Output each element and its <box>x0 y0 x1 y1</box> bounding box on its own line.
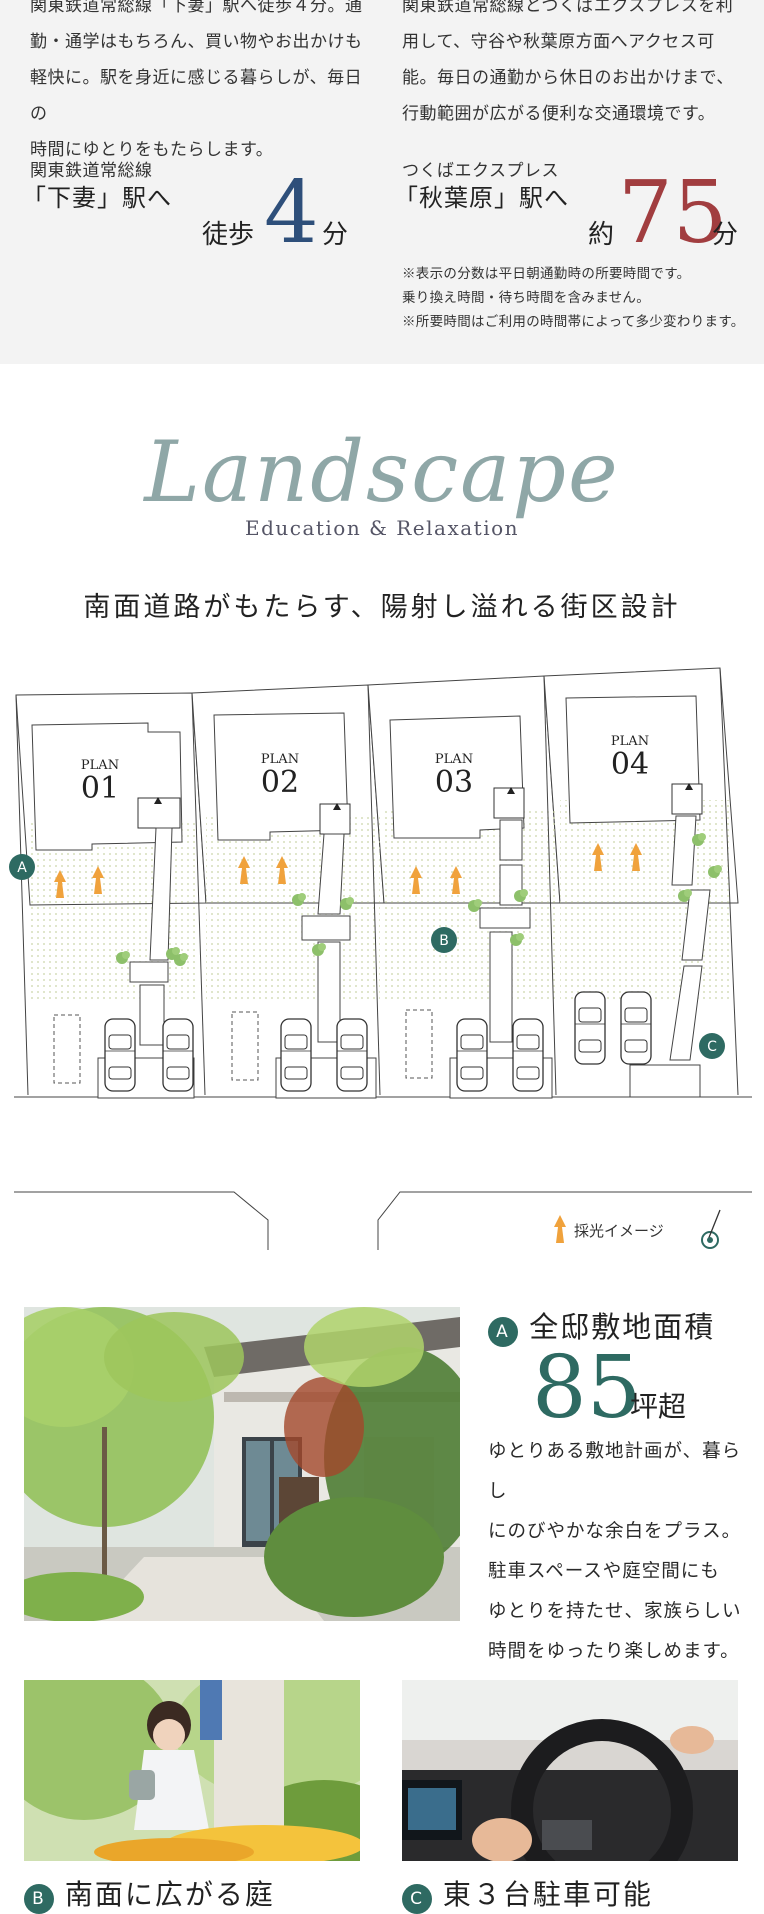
text-line: 行動範囲が広がる便利な交通環境です。 <box>402 104 716 124</box>
site-plan-diagram: PLAN 01 PLAN 02 PLAN 03 PLAN 04 <box>9 667 752 1250</box>
feature-c-badge: C <box>402 1884 432 1914</box>
landscape-lead: 南面道路がもたらす、陽射し溢れる街区設計 <box>83 592 681 623</box>
access-left-text: 関東鉄道常総線「下妻」駅へ徒歩４分。通 勤・通学はもちろん、買い物やお出かけも … <box>30 0 370 168</box>
feature-b-title: 南面に広がる庭 <box>64 1878 275 1911</box>
legend-text: 採光イメージ <box>574 1222 664 1240</box>
right-unit: 分 <box>712 220 739 250</box>
left-line-name: 関東鉄道常総線 <box>30 161 153 181</box>
left-minutes: 4 <box>264 163 319 263</box>
plan-4-label: PLAN <box>611 734 649 749</box>
plan-1-number: 01 <box>81 771 119 806</box>
access-right-text: 関東鉄道常総線とつくばエクスプレスを利 用して、守谷や秋葉原方面へアクセス可 能… <box>402 0 742 132</box>
feature-a-number: 85 <box>532 1338 642 1438</box>
landscape-subtitle: Education & Relaxation <box>244 516 520 540</box>
text-line: 時間にゆとりをもたらします。 <box>30 140 274 160</box>
svg-text:B: B <box>439 933 449 949</box>
plan-1-label: PLAN <box>81 758 119 773</box>
feature-c-title: 東３台駐車可能 <box>442 1878 653 1911</box>
left-station: 「下妻」駅へ <box>22 184 172 212</box>
text-line: 駐車スペースや庭空間にも <box>488 1561 720 1582</box>
plan-2-label: PLAN <box>261 752 299 767</box>
svg-text:A: A <box>17 860 27 876</box>
right-prefix: 約 <box>588 220 615 250</box>
compass-icon <box>701 1209 721 1249</box>
text-line: 関東鉄道常総線「下妻」駅へ徒歩４分。通 <box>30 0 363 16</box>
feature-b-badge: B <box>24 1884 54 1914</box>
access-section: 関東鉄道常総線「下妻」駅へ徒歩４分。通 勤・通学はもちろん、買い物やお出かけも … <box>0 0 764 364</box>
landscape-title: Landscape <box>144 423 620 521</box>
text-line: 用して、守谷や秋葉原方面へアクセス可 <box>402 32 715 52</box>
feature-a-unit: 坪超 <box>630 1390 687 1423</box>
child-gardening-photo <box>24 1680 360 1861</box>
note-line: 乗り換え時間・待ち時間を含みません。 <box>402 290 650 306</box>
feature-b-heading: B 南面に広がる庭 <box>24 1873 275 1914</box>
text-line: 能。毎日の通勤から休日のお出かけまで、 <box>402 68 734 88</box>
plan-4-number: 04 <box>611 747 649 782</box>
text-line: ゆとりを持たせ、家族らしい <box>488 1601 742 1622</box>
text-line: 軽快に。駅を身近に感じる暮らしが、毎日の <box>30 68 363 124</box>
left-unit: 分 <box>322 220 349 250</box>
text-line: ゆとりある敷地計画が、暮らし <box>488 1441 742 1502</box>
svg-text:C: C <box>707 1039 717 1055</box>
access-notes: ※表示の分数は平日朝通勤時の所要時間です。 乗り換え時間・待ち時間を含みません。… <box>402 262 745 334</box>
text-line: 時間をゆったり楽しめます。 <box>488 1641 740 1662</box>
note-line: ※表示の分数は平日朝通勤時の所要時間です。 <box>402 266 691 282</box>
feature-a-body: ゆとりある敷地計画が、暮らし にのびやかな余白をプラス。 駐車スペースや庭空間に… <box>488 1432 750 1672</box>
marker-a <box>9 854 35 880</box>
right-line-name: つくばエクスプレス <box>402 161 559 181</box>
left-prefix: 徒歩 <box>202 220 255 250</box>
text-line: にのびやかな余白をプラス。 <box>488 1521 742 1542</box>
right-station: 「秋葉原」駅へ <box>394 184 569 212</box>
feature-c-heading: C 東３台駐車可能 <box>402 1873 653 1914</box>
feature-a-badge: A <box>488 1317 518 1347</box>
feature-a-heading: A 全邸敷地面積 <box>488 1304 715 1347</box>
marker-c <box>699 1033 725 1059</box>
house-garden-photo <box>24 1307 460 1621</box>
plan-2-number: 02 <box>261 765 299 800</box>
car-interior-photo <box>402 1680 738 1861</box>
marker-b <box>431 927 457 953</box>
feature-a-title: 全邸敷地面積 <box>529 1310 716 1344</box>
right-minutes: 75 <box>618 163 728 263</box>
text-line: 関東鉄道常総線とつくばエクスプレスを利 <box>402 0 734 16</box>
plan-3-number: 03 <box>435 765 473 800</box>
text-line: 勤・通学はもちろん、買い物やお出かけも <box>30 32 363 52</box>
note-line: ※所要時間はご利用の時間帯によって多少変わります。 <box>402 314 745 330</box>
plan-3-label: PLAN <box>435 752 473 767</box>
